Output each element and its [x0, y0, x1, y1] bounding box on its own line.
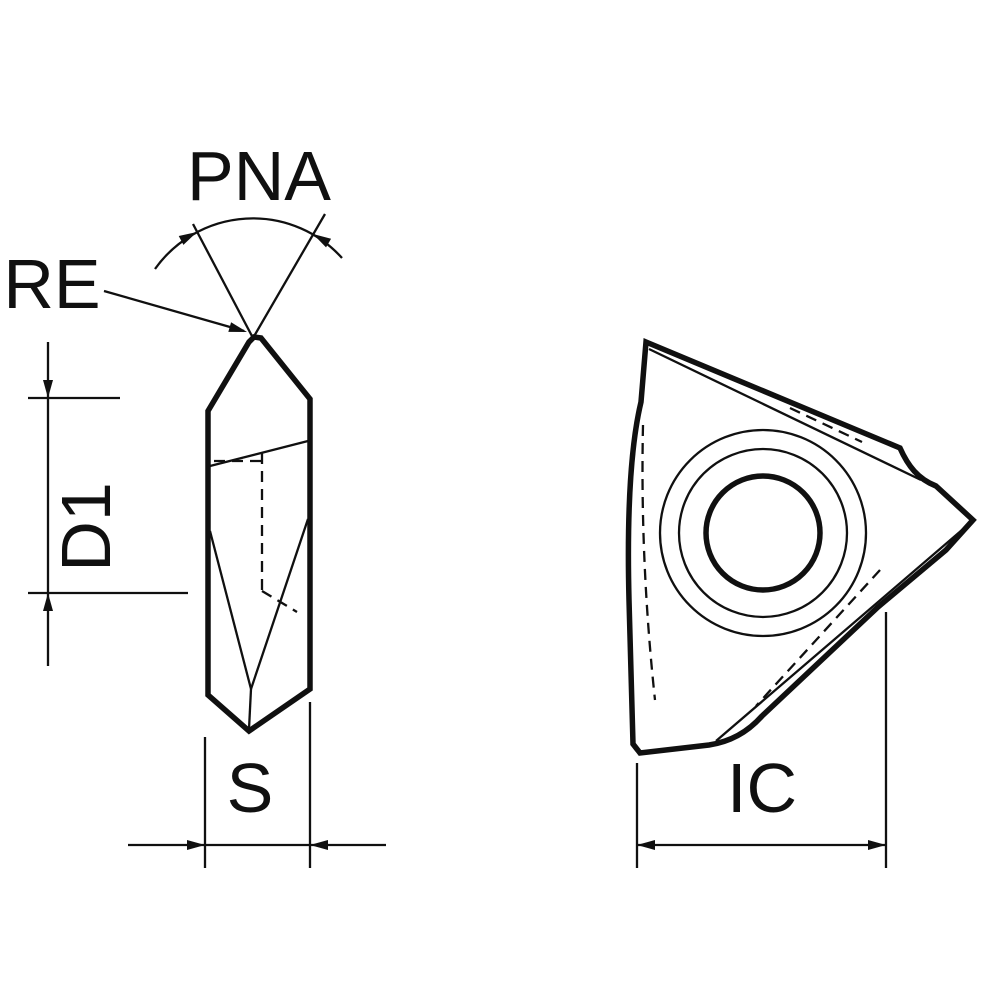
top-hidden-edge-left [641, 424, 657, 701]
insert-top-outline [625, 338, 977, 756]
top-face-edge-upper [648, 347, 922, 482]
side-relief-edge-left [208, 530, 253, 690]
top-view: IC [625, 338, 977, 868]
ic-arrow-right [868, 840, 886, 850]
hole-chamfer-circle [677, 447, 849, 619]
pna-arrow-right [313, 234, 332, 248]
seat-boss-circle [658, 428, 868, 638]
pna-angle-line-right [252, 213, 326, 339]
insert-side-outline [205, 334, 313, 735]
side-relief-edge-right [249, 518, 310, 690]
re-callout: RE [3, 245, 247, 333]
s-label: S [227, 749, 274, 827]
s-dimension: S [128, 702, 386, 868]
s-arrow-left [187, 840, 205, 850]
pna-arrow-left [178, 232, 197, 245]
side-hidden-edge-slant [261, 590, 298, 613]
ic-dimension: IC [635, 612, 888, 868]
re-arrowhead [228, 322, 247, 332]
mounting-hole [703, 473, 823, 593]
d1-label: D1 [47, 482, 125, 571]
pna-label: PNA [187, 137, 331, 215]
s-arrow-right [310, 840, 328, 850]
top-hidden-edge-lower-right [755, 569, 881, 707]
pna-dimension: PNA [154, 137, 343, 339]
ic-arrow-left [637, 840, 655, 850]
side-center-edge [247, 688, 253, 730]
d1-arrow-top [43, 380, 53, 398]
side-view: PNA RE D1 [3, 137, 386, 868]
re-label: RE [3, 245, 100, 323]
ic-label: IC [727, 749, 797, 827]
d1-dimension: D1 [28, 342, 188, 666]
d1-arrow-bottom [43, 593, 53, 611]
top-hidden-edge-upper [789, 406, 863, 444]
re-leader-line [103, 289, 245, 333]
pna-angle-line-left [191, 223, 255, 339]
side-facet-edge [209, 439, 309, 468]
